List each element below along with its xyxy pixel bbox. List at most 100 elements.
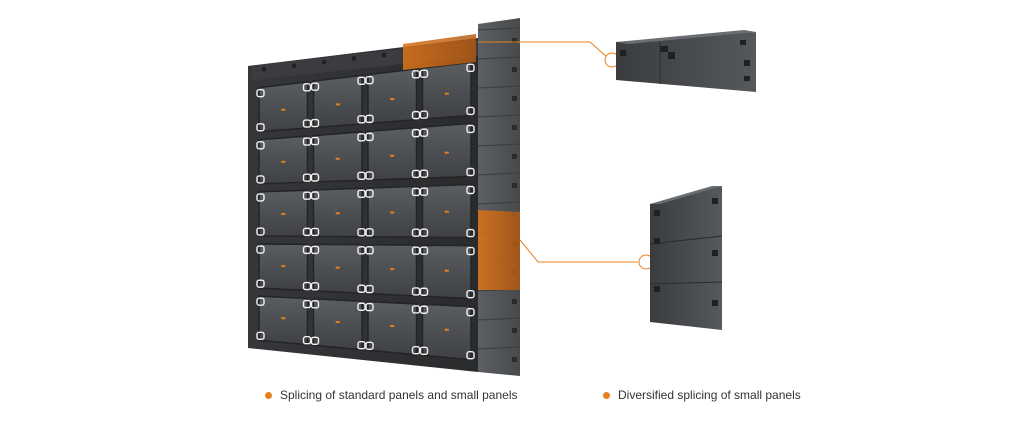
handle-loop-icon <box>357 133 366 142</box>
small-panel-wide-port-1 <box>740 40 746 45</box>
handle-loop-icon <box>411 110 421 120</box>
side-segment-line <box>477 346 521 350</box>
handle-loop-icon <box>357 302 366 311</box>
caption-diversified-small: Diversified splicing of small panels <box>603 387 801 403</box>
handle-loop-icon <box>466 228 475 238</box>
small-panel-tall-seam-2 <box>649 281 723 285</box>
highlight-side-small-panel <box>478 210 520 290</box>
side-segment-line <box>477 85 521 89</box>
callout-connectors <box>478 41 654 270</box>
handle-loop-icon <box>419 128 429 137</box>
handle-loop-icon <box>256 297 265 306</box>
wall-module <box>367 126 418 181</box>
small-panel-wide-port-2 <box>744 60 750 66</box>
wall-module <box>312 298 363 351</box>
side-latch <box>512 328 517 333</box>
handle-loop-icon <box>310 191 320 200</box>
small-panel-tall <box>649 186 723 330</box>
handle-loop-icon <box>256 141 265 150</box>
side-latch <box>512 38 517 43</box>
handle-loop-icon <box>466 106 475 116</box>
small-panel-tall-port-3 <box>712 300 718 306</box>
handle-loop-icon <box>302 137 312 146</box>
module-label-mark <box>390 268 395 271</box>
handle-loop-icon <box>256 193 265 202</box>
connector-side <box>519 239 638 263</box>
side-latch <box>512 357 517 362</box>
module-label-mark <box>281 317 286 320</box>
handle-loop-icon <box>365 189 374 198</box>
handle-loop-icon <box>310 173 320 182</box>
handle-loop-icon <box>419 69 429 78</box>
handle-loop-icon <box>419 287 429 296</box>
handle-loop-icon <box>256 88 265 98</box>
handle-loop-icon <box>365 228 374 237</box>
handle-loop-icon <box>365 75 374 85</box>
wall-module <box>312 243 363 295</box>
wall-module <box>421 61 472 120</box>
handle-loop-icon <box>466 289 475 299</box>
module-label-mark <box>390 154 395 157</box>
wall-module <box>312 74 363 129</box>
main-led-wall <box>248 18 521 376</box>
side-latch <box>512 67 517 72</box>
side-latch <box>512 299 517 304</box>
handle-loop-icon <box>256 279 265 288</box>
module-label-mark <box>390 324 395 327</box>
handle-loop-icon <box>302 191 312 200</box>
handle-loop-icon <box>310 336 320 345</box>
wall-module <box>421 244 472 300</box>
handle-loop-icon <box>411 246 421 255</box>
handle-loop-icon <box>357 341 366 350</box>
small-panel-tall-latch-1 <box>654 210 660 216</box>
handle-loop-icon <box>310 82 320 91</box>
wall-module <box>258 295 309 346</box>
handle-loop-icon <box>310 282 320 291</box>
handle-loop-icon <box>365 171 374 180</box>
handle-loop-icon <box>310 227 320 237</box>
handle-loop-icon <box>411 187 421 197</box>
handle-loop-icon <box>256 227 265 236</box>
side-segment-line <box>477 172 521 176</box>
side-latch <box>512 183 517 188</box>
side-segment-line <box>477 27 521 31</box>
handle-loop-icon <box>310 300 320 309</box>
small-panel-tall-seam-1 <box>649 235 723 245</box>
handle-loop-icon <box>419 187 429 196</box>
handle-loop-icon <box>302 299 312 309</box>
handle-loop-icon <box>466 63 475 73</box>
module-label-mark <box>335 103 340 106</box>
wall-module <box>367 244 418 297</box>
module-label-mark <box>335 212 340 215</box>
handle-loop-icon <box>302 281 312 291</box>
handle-loop-icon <box>419 228 429 237</box>
module-label-mark <box>281 265 286 268</box>
side-segment-line <box>477 317 521 321</box>
handle-loop-icon <box>256 175 265 184</box>
orange-dot-icon <box>265 391 272 399</box>
small-panel-tall-top <box>650 186 722 204</box>
small-panel-wide-latch-2 <box>660 46 668 52</box>
handle-loop-icon <box>365 302 374 312</box>
handle-loop-icon <box>411 70 421 79</box>
handle-loop-icon <box>466 351 475 360</box>
handle-loop-icon <box>302 227 312 237</box>
handle-loop-icon <box>419 346 429 355</box>
handle-loop-icon <box>357 228 366 237</box>
top-connector <box>352 56 356 61</box>
small-panel-wide-latch-3 <box>668 52 675 59</box>
module-label-mark <box>281 160 286 163</box>
caption-text: Splicing of standard panels and small pa… <box>280 388 518 402</box>
small-panel-tall-port-2 <box>712 250 718 256</box>
handle-loop-icon <box>310 118 320 128</box>
wall-module <box>421 122 472 179</box>
wall-module <box>258 243 309 292</box>
handle-loop-icon <box>357 171 366 181</box>
handle-loop-icon <box>466 124 475 134</box>
small-panel-wide-latch-1 <box>620 50 626 56</box>
module-label-mark <box>390 98 395 101</box>
handle-loop-icon <box>302 173 312 182</box>
handle-loop-icon <box>419 169 429 178</box>
side-segment-line <box>477 201 521 205</box>
